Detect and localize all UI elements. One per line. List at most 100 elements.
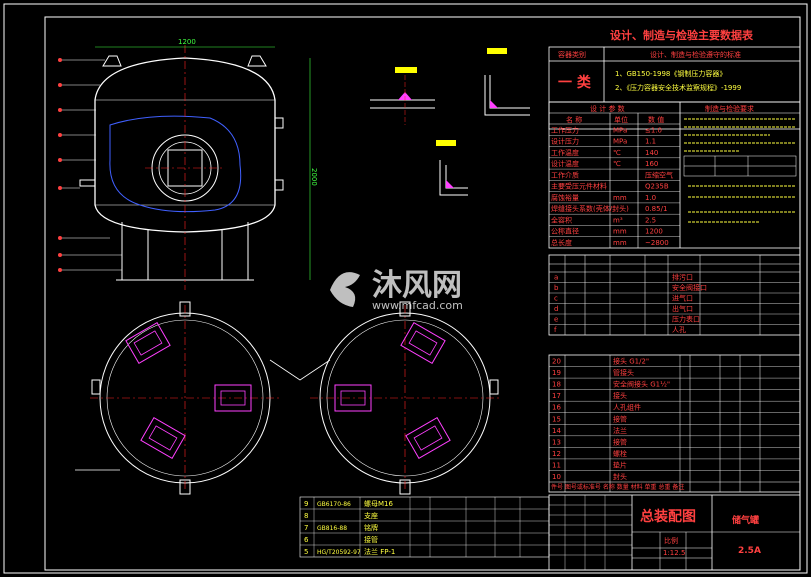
bom-name: 封头 <box>613 472 627 481</box>
drawing-frame <box>3 3 808 574</box>
lower-bom-no: 9 <box>304 500 308 508</box>
param-value: ~2800 <box>645 239 669 247</box>
param-name: 总长度 <box>551 238 572 247</box>
param-name: 腐蚀裕量 <box>551 193 579 202</box>
table-title: 设计、制造与检验主要数据表 <box>610 28 754 42</box>
bom-name: 管接头 <box>613 368 634 377</box>
bom-name: 接管 <box>613 414 627 423</box>
scale-label: 比例 <box>664 536 678 545</box>
nozzle-id: e <box>554 316 558 324</box>
lower-bom-name: 法兰 FP-1 <box>364 547 395 556</box>
title-block: 总装配图 储气罐 2.5A 比例 1:12.5 <box>548 494 801 571</box>
bom-name: 接头 <box>613 391 627 400</box>
title-block-grid <box>549 495 632 570</box>
bom-no: 11 <box>552 461 561 469</box>
nozzle-desc: 进气口 <box>672 294 693 303</box>
bom-name: 法兰 <box>613 426 627 435</box>
lower-bom-no: 6 <box>304 536 309 544</box>
product-model: 2.5A <box>738 546 761 556</box>
plan-view-left <box>75 301 280 495</box>
bom-name: 安全阀接头 G1½" <box>613 380 670 389</box>
param-unit: ℃ <box>613 149 621 157</box>
param-unit: MPa <box>613 138 627 146</box>
lower-bom-name: 支座 <box>364 511 378 520</box>
param-value: 1.0 <box>645 194 656 202</box>
lower-bom-no: 7 <box>304 524 308 532</box>
nozzle-id: c <box>554 295 558 303</box>
nozzle-desc: 出气口 <box>672 304 693 313</box>
nozzle-desc: 人孔 <box>672 326 686 334</box>
front-elevation-view: 1200 2000 <box>58 38 318 290</box>
drawing-name: 总装配图 <box>640 508 696 525</box>
param-name: 全容积 <box>551 215 572 224</box>
param-unit: mm <box>613 228 627 236</box>
design-params-title: 设 计 参 数 <box>590 104 625 113</box>
param-name: 焊缝接头系数(壳体/封头) <box>551 204 629 213</box>
param-col-value: 数 值 <box>648 115 664 124</box>
reinforcement-outline <box>109 115 242 213</box>
lower-bom-code: GB6170-86 <box>317 501 351 508</box>
bom-no: 14 <box>552 427 561 435</box>
bom-no: 12 <box>552 450 561 458</box>
bom-no: 10 <box>552 473 561 481</box>
scale-value: 1:12.5 <box>663 549 685 557</box>
watermark-brand: 沐风网 <box>372 268 462 303</box>
bom-no: 17 <box>552 392 561 400</box>
plan-connector <box>269 359 331 381</box>
bom-no: 13 <box>552 438 561 446</box>
lifting-lug-right <box>247 55 267 67</box>
bom-name: 接头 G1/2" <box>613 357 649 366</box>
bom-no: 19 <box>552 369 561 377</box>
lower-bom-name: 螺母M16 <box>364 499 393 508</box>
nozzle-id: d <box>554 305 558 313</box>
support-leg-right <box>221 222 249 281</box>
weld-detail-2 <box>484 48 530 116</box>
support-leg-left <box>121 222 149 281</box>
param-name: 工作介质 <box>551 170 579 179</box>
inspection-notes <box>683 118 797 223</box>
lower-bom-code: HG/T20592-97 <box>317 549 361 556</box>
nozzle-id: b <box>554 284 559 292</box>
lifting-lug-left <box>102 55 122 67</box>
watermark: 沐风网 www.mfcad.com <box>330 268 463 312</box>
dim-diameter: 1200 <box>178 38 196 46</box>
param-col-name: 名 称 <box>566 115 582 124</box>
bom-name: 螺栓 <box>613 449 627 458</box>
category-value: 一 类 <box>558 74 592 91</box>
lower-bom-name: 铭牌 <box>364 523 378 532</box>
param-unit: m³ <box>613 216 623 224</box>
param-name: 设计温度 <box>551 159 579 168</box>
bom-no: 20 <box>552 358 561 366</box>
category-header: 容器类别 <box>558 50 586 59</box>
param-value: Q235B <box>645 183 669 191</box>
part-leaders-left <box>62 59 122 271</box>
nozzle-id: a <box>554 274 558 282</box>
bom-name: 垫片 <box>613 460 627 469</box>
standard-2: 2、《压力容器安全技术监察规程》-1999 <box>615 83 741 92</box>
bom-name: 接管 <box>613 437 627 446</box>
standards-header: 设计、制造与检验遵守的标准 <box>650 50 741 59</box>
param-name: 公称直径 <box>551 227 579 236</box>
design-data-table: 设计、制造与检验主要数据表 容器类别 设计、制造与检验遵守的标准 一 类 1、G… <box>548 28 801 249</box>
nozzle-desc: 安全阀接口 <box>672 283 707 292</box>
plan-view-right <box>310 301 500 495</box>
bom-header: 件号 图号或标准号 名称 数量 材料 单重 总重 备注 <box>551 483 684 491</box>
lower-bom-name: 接管 <box>364 535 378 544</box>
lower-bom-no: 5 <box>304 548 308 556</box>
param-value: 0.85/1 <box>645 205 667 213</box>
param-value: 1200 <box>645 228 663 236</box>
param-value: 压缩空气 <box>645 170 673 179</box>
bom-no: 16 <box>552 404 561 412</box>
param-name: 主要受压元件材料 <box>551 182 607 191</box>
nozzle-desc: 排污口 <box>672 273 693 282</box>
param-value: 160 <box>645 160 658 168</box>
bom-name: 人孔组件 <box>613 403 641 412</box>
param-col-unit: 单位 <box>614 115 628 124</box>
lower-bom-no: 8 <box>304 512 308 520</box>
